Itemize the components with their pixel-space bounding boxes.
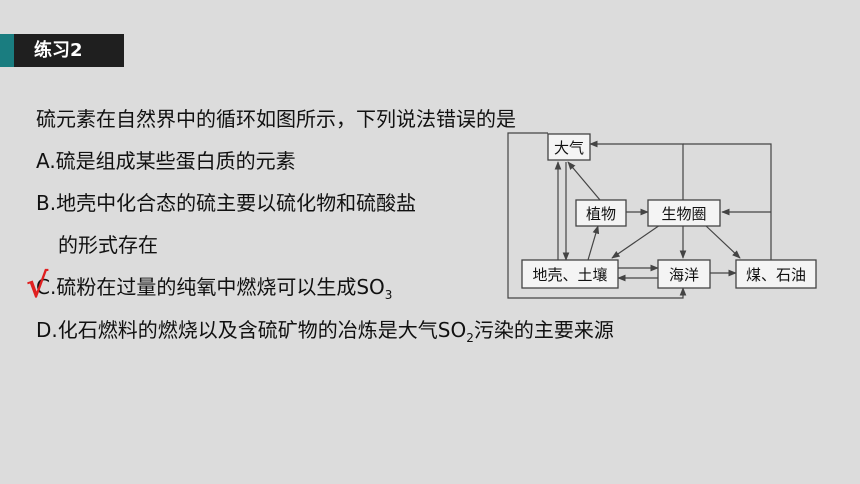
node-crust-soil-box <box>521 259 619 289</box>
node-coal-oil-box <box>735 259 817 289</box>
sulfur-cycle-diagram: 大气 植物 生物圈 地壳、土壤 海洋 煤、石油 <box>507 132 817 299</box>
option-c[interactable]: C.硫粉在过量的纯氧中燃烧可以生成SO3 <box>36 271 392 302</box>
node-crust-soil: 地壳、土壤 <box>532 266 607 284</box>
option-c-text: C.硫粉在过量的纯氧中燃烧可以生成SO <box>36 275 385 299</box>
exercise-tag: 练习2 <box>0 34 124 67</box>
option-c-subscript: 3 <box>384 288 393 302</box>
option-d-text: D.化石燃料的燃烧以及含硫矿物的冶炼是大气SO <box>36 318 467 342</box>
option-d-text-tail: 污染的主要来源 <box>473 318 614 342</box>
node-plants: 植物 <box>586 205 616 223</box>
node-biosphere-box <box>647 199 721 227</box>
node-coal-oil: 煤、石油 <box>746 266 806 284</box>
option-b-line2: 的形式存在 <box>58 233 158 257</box>
node-air: 大气 <box>554 139 584 157</box>
node-air-box <box>547 133 591 161</box>
correct-answer-check-icon: √ <box>26 266 49 306</box>
option-b-line1[interactable]: B.地壳中化合态的硫主要以硫化物和硫酸盐 <box>36 191 417 215</box>
option-d[interactable]: D.化石燃料的燃烧以及含硫矿物的冶炼是大气SO2污染的主要来源 <box>36 314 614 345</box>
node-ocean-box <box>657 259 711 289</box>
node-plants-box <box>575 199 627 227</box>
question-stem: 硫元素在自然界中的循环如图所示，下列说法错误的是 <box>36 107 516 131</box>
node-biosphere: 生物圈 <box>661 205 706 223</box>
option-a[interactable]: A.硫是组成某些蛋白质的元素 <box>36 149 296 173</box>
option-d-subscript: 2 <box>466 331 474 345</box>
node-ocean: 海洋 <box>669 266 699 284</box>
